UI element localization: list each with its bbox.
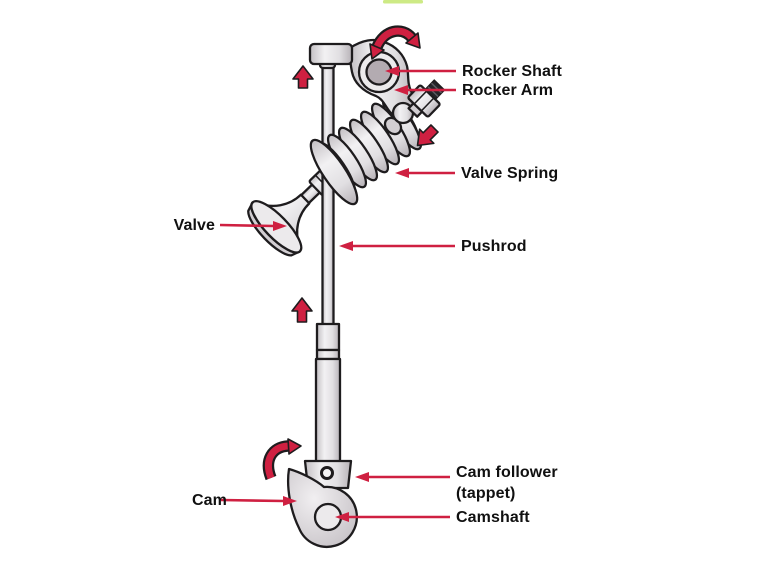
camshaft-label: Camshaft <box>456 509 530 526</box>
tappet-hole <box>320 466 334 480</box>
cam-rotation-arrow-icon <box>262 438 302 481</box>
cam-follower-label-line2: (tappet) <box>456 485 516 502</box>
rocker-assembly <box>308 38 446 136</box>
leader-lines <box>219 66 456 522</box>
valve-spring-leader <box>395 168 409 178</box>
adjusting-nut <box>407 79 446 118</box>
spring-down-arrow-icon <box>416 124 439 147</box>
cam-follower-label-line1: Cam follower <box>456 464 558 481</box>
cam-leader <box>283 496 297 506</box>
rocker-shaft-part <box>365 58 393 86</box>
rocker-up-arrow-icon <box>292 65 314 89</box>
pushrod-up-arrow-icon <box>291 297 313 323</box>
cam-follower-leader <box>355 472 369 482</box>
rocker-shaft-leader <box>385 66 399 76</box>
rocker-pad <box>308 42 354 66</box>
cam-part <box>287 467 358 549</box>
rocker-shaft-label: Rocker Shaft <box>462 63 562 80</box>
rocker-arm-leader <box>394 85 408 95</box>
cam-label: Cam <box>192 492 227 509</box>
pushrod-label: Pushrod <box>461 238 527 255</box>
valve-label: Valve <box>173 217 215 234</box>
valve-leader <box>273 221 287 231</box>
pushrod-part <box>314 58 342 466</box>
scan-artifact <box>383 0 423 4</box>
valve-spring-label: Valve Spring <box>461 165 559 182</box>
pushrod-leader <box>339 241 353 251</box>
rocker-rocking-arrow-icon <box>369 25 421 60</box>
spring-seat <box>309 138 359 206</box>
camshaft-leader <box>335 512 349 522</box>
rocker-arm-label: Rocker Arm <box>462 82 554 99</box>
cam-follower-label: Cam follower (tappet) <box>456 462 558 504</box>
